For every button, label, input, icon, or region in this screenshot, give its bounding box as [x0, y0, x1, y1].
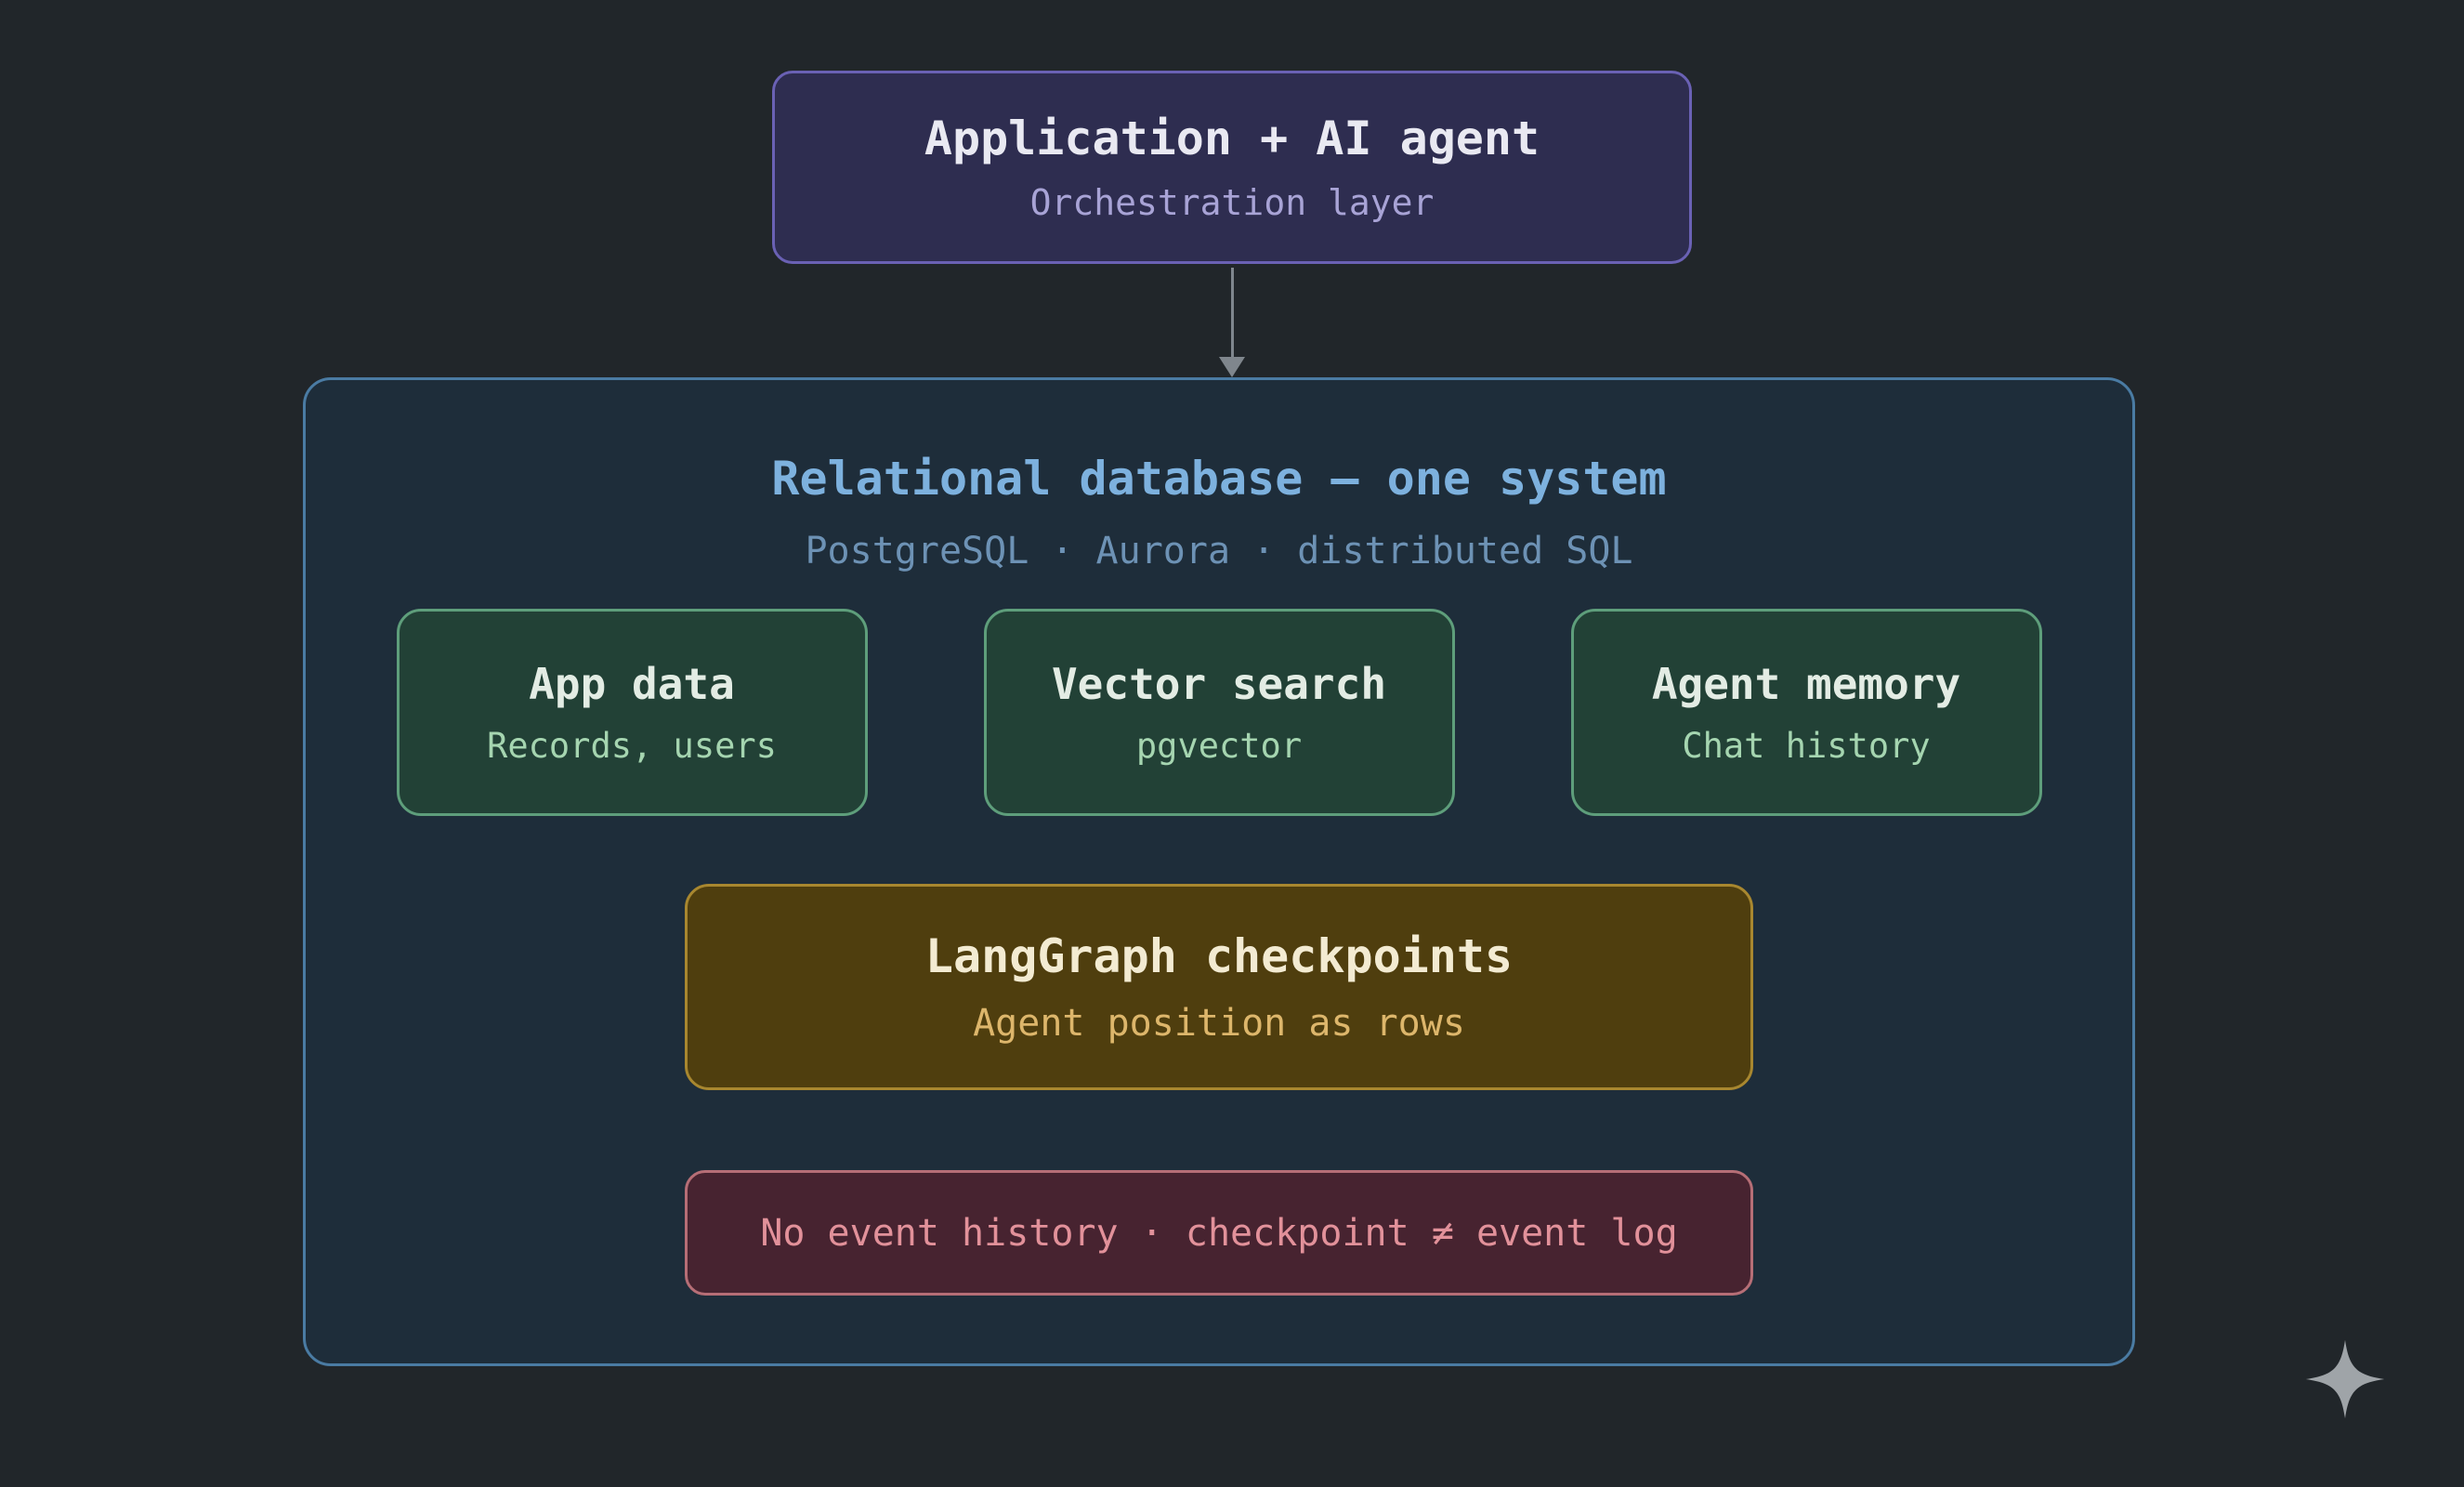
capability-box-vector-search: Vector search pgvector — [983, 609, 1455, 816]
warning-box: No event history · checkpoint ≠ event lo… — [685, 1170, 1753, 1296]
application-agent-title: Application + AI agent — [924, 112, 1540, 165]
capability-box-app-data: App data Records, users — [396, 609, 868, 816]
capability-subtitle: pgvector — [1135, 726, 1303, 766]
langgraph-checkpoints-box: LangGraph checkpoints Agent position as … — [685, 884, 1753, 1090]
sparkle-icon — [2305, 1339, 2385, 1419]
checkpoints-title: LangGraph checkpoints — [924, 929, 1514, 983]
warning-text: No event history · checkpoint ≠ event lo… — [760, 1211, 1678, 1255]
application-agent-box: Application + AI agent Orchestration lay… — [772, 71, 1692, 264]
capability-title: App data — [529, 659, 735, 709]
capability-box-agent-memory: Agent memory Chat history — [1570, 609, 2042, 816]
capability-title: Vector search — [1051, 659, 1387, 709]
capability-title: Agent memory — [1651, 659, 1961, 709]
relational-database-box: Relational database — one system Postgre… — [303, 377, 2135, 1366]
database-engines-subtitle: PostgreSQL · Aurora · distributed SQL — [805, 530, 1633, 572]
connector-arrow-line — [1230, 268, 1234, 359]
capability-subtitle: Records, users — [487, 726, 777, 766]
connector-arrow-head-icon — [1219, 357, 1245, 377]
capability-subtitle: Chat history — [1682, 726, 1931, 766]
database-title: Relational database — one system — [771, 452, 1667, 506]
capability-row: App data Records, users Vector search pg… — [306, 609, 2132, 816]
checkpoints-subtitle: Agent position as rows — [973, 1002, 1465, 1045]
orchestration-layer-subtitle: Orchestration layer — [1029, 182, 1435, 223]
